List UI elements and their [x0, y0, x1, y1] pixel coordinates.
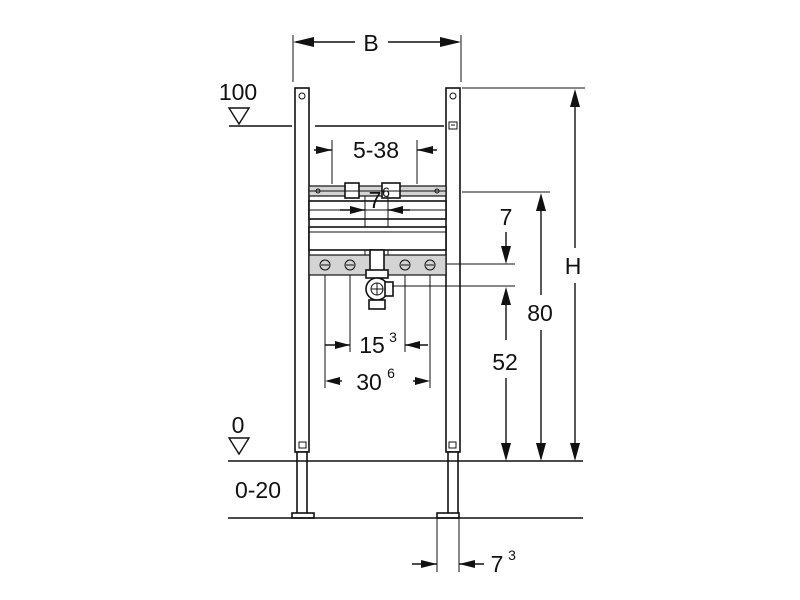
middle-crossbar: [308, 226, 447, 251]
level-zero-label: 0: [232, 412, 245, 438]
dim-7-3-sup: 3: [508, 547, 516, 563]
dim-7: 7: [500, 204, 513, 264]
left-post: [291, 87, 315, 519]
dim-7-3-main: 7: [491, 551, 504, 577]
level-100-label: 100: [219, 79, 257, 105]
dim-7-6-sup: 6: [382, 184, 390, 200]
dim-30-6-main: 30: [356, 369, 382, 395]
dim-80: 80: [527, 193, 553, 461]
extension-lines: [392, 87, 585, 287]
dim-52: 52: [492, 287, 518, 461]
dim-30-6: 30 6: [324, 275, 431, 395]
right-post: [436, 87, 461, 519]
dim-15-3-main: 15: [359, 332, 385, 358]
dim-7-6-main: 7: [369, 187, 382, 213]
width-label: B: [363, 30, 378, 56]
dim-15-3: 15 3: [325, 275, 428, 358]
supply-valve: [365, 249, 394, 310]
dim-52-label: 52: [492, 349, 518, 375]
height-label: H: [565, 253, 582, 279]
width-dimension: B: [292, 30, 462, 82]
rail-spacing-dimension: 5-38: [314, 137, 437, 184]
dim-7-3: 7 3: [412, 518, 516, 577]
dim-80-label: 80: [527, 300, 553, 326]
dim-7-label: 7: [500, 204, 513, 230]
height-dimension: H: [565, 89, 582, 461]
floor-level-zero: 0: [227, 412, 583, 462]
upper-rail: [308, 182, 447, 220]
floor-adjustment: 0-20: [228, 477, 583, 519]
level-100-marker: 100: [219, 79, 444, 127]
floor-adjust-label: 0-20: [235, 477, 281, 503]
dim-15-3-sup: 3: [389, 329, 397, 345]
rail-spacing-label: 5-38: [353, 137, 399, 163]
dim-30-6-sup: 6: [387, 365, 395, 381]
